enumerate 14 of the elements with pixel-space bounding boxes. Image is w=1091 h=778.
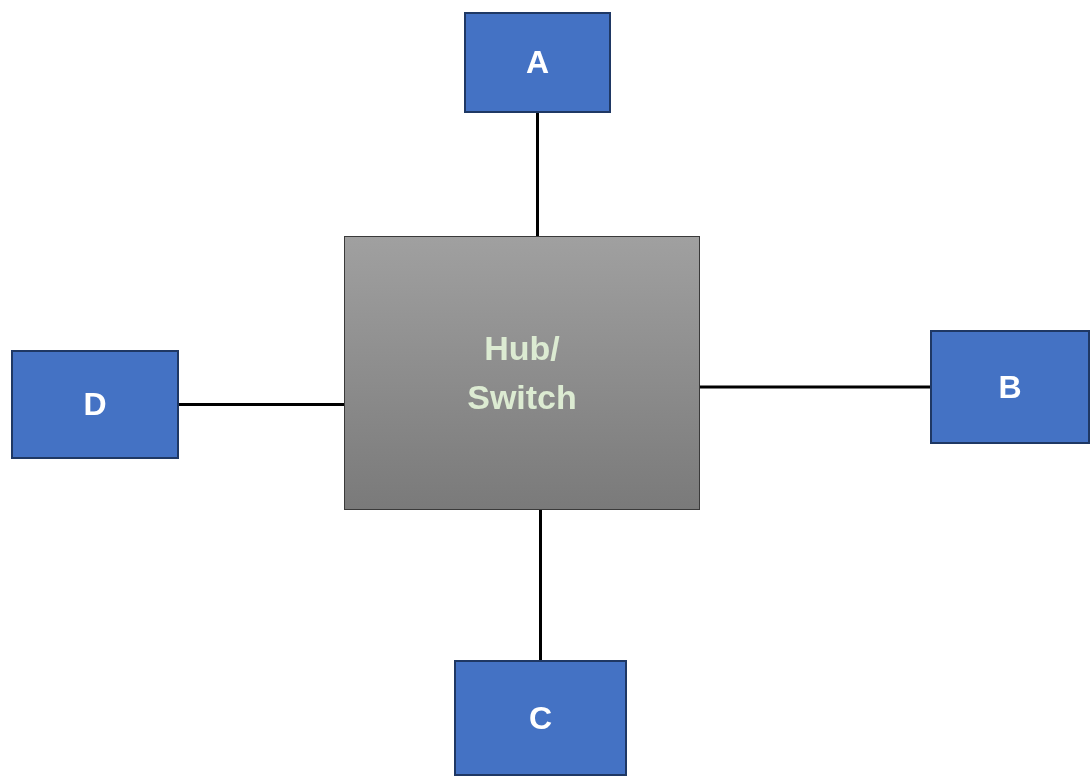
connection-line [539,510,542,660]
connection-line [536,113,539,236]
node-label: C [528,699,553,737]
connection-line [700,385,930,389]
node-label: B [998,368,1022,406]
node-box [930,330,1090,444]
node-label: A [525,44,550,81]
hub-switch-box [344,236,700,510]
node-box [464,12,611,113]
node-box [11,350,179,459]
node-box [454,660,627,776]
node-label: D [83,386,107,423]
node-label: Hub/ Switch [466,327,578,418]
connection-line [179,403,344,406]
